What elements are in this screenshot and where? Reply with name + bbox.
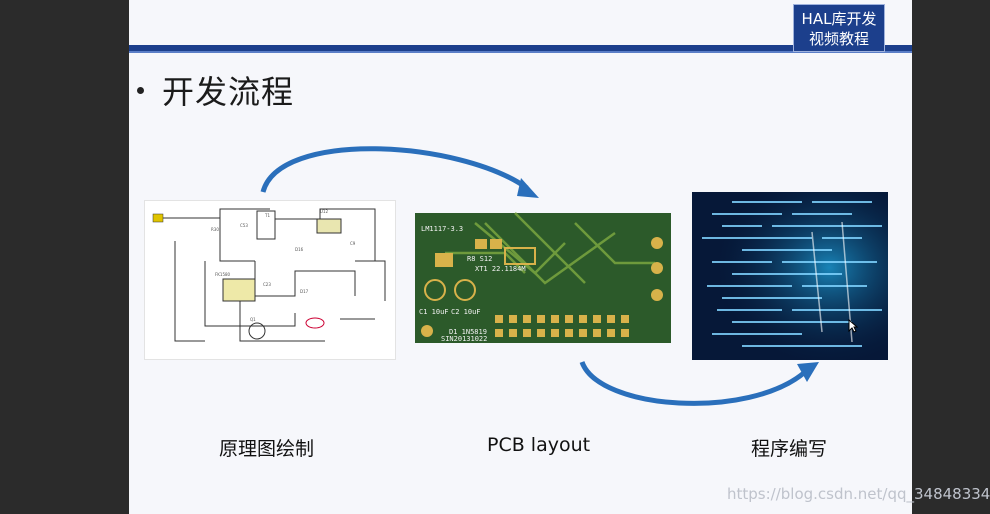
arrow-top-icon [260,146,529,193]
caption-pcb: PCB layout [487,434,591,456]
watermark: https://blog.csdn.net/qq_34848334 [727,485,990,503]
pcb-label-c2: C2 10uF [451,308,481,316]
pcb-label-r: R8 S12 [467,255,492,263]
arrow-top-head-icon [517,178,539,198]
arrow-bottom-icon [579,360,807,406]
left-gutter [0,0,129,514]
header-band-accent [129,51,912,53]
mouse-cursor-icon [848,318,859,337]
pcb-label-regulator: LM1117-3.3 [421,225,463,233]
svg-text:C23: C23 [263,282,271,287]
bullet-dot-icon [137,86,144,94]
header-band [129,45,912,51]
svg-text:D17: D17 [300,289,309,294]
pcb-label-d1: D1 1N5819 [449,328,487,336]
code-image [692,192,888,360]
svg-text:D16: D16 [295,247,304,252]
arrow-bottom-head-icon [797,362,819,382]
pcb-label-crystal: XT1 22.1184M [475,265,526,273]
slide: HAL库开发 视频教程 开发流程 [129,0,912,514]
brand-line2: 视频教程 [808,30,869,48]
svg-text:C53: C53 [240,223,248,228]
caption-schematic: 原理图绘制 [219,438,315,460]
svg-text:U12: U12 [320,209,328,214]
svg-text:T1: T1 [264,213,270,218]
slide-heading: 开发流程 [162,73,295,111]
svg-text:C9: C9 [350,241,356,246]
caption-code: 程序编写 [751,438,828,460]
pcb-label-c1: C1 10uF [419,308,449,316]
pcb-label-serial: SIN20131022 [441,335,487,343]
right-gutter [912,0,980,514]
brand-logo: HAL库开发 视频教程 [793,4,885,52]
svg-text:Q1: Q1 [250,317,256,322]
svg-text:R30: R30 [211,227,219,232]
svg-text:FK1580: FK1580 [215,272,231,277]
pcb-image: LM1117-3.3 XT1 22.1184M R8 S12 C1 10uF C… [415,212,671,343]
bullet-item: 开发流程 [137,70,295,111]
brand-line1: HAL库开发 [801,10,877,28]
